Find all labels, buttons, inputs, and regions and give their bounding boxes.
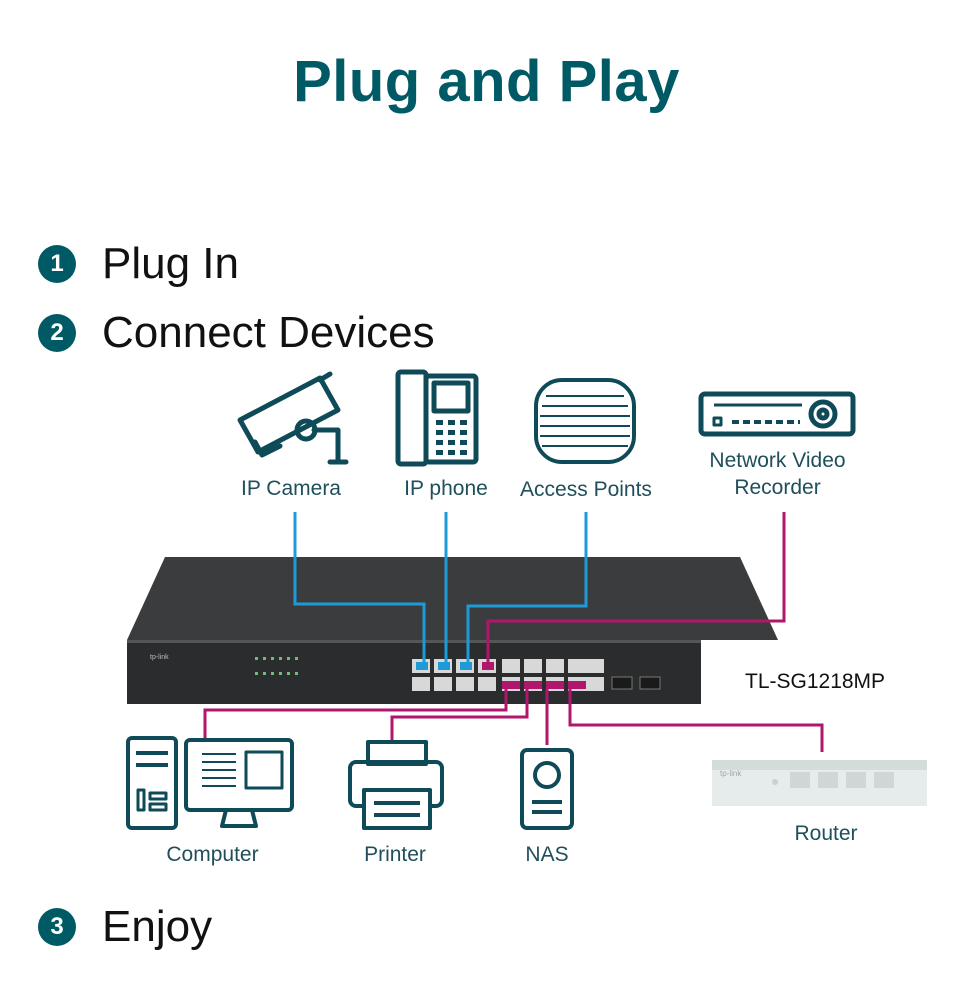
ip-phone-icon	[395, 369, 479, 467]
router-brand-logo: tp-link	[720, 769, 742, 778]
step-number: 2	[38, 314, 76, 352]
printer-icon	[348, 740, 444, 830]
label-nvr-line1: Network Video	[709, 449, 846, 472]
label-router: Router	[794, 822, 858, 845]
access-point-icon	[534, 378, 636, 464]
step-enjoy: 3 Enjoy	[38, 902, 212, 952]
label-ip-phone: IP phone	[404, 477, 488, 500]
data-connections	[203, 512, 824, 752]
step-label: Plug In	[102, 239, 239, 288]
label-nas: NAS	[525, 843, 569, 866]
label-ip-camera: IP Camera	[241, 477, 341, 500]
network-switch: tp-link	[127, 557, 778, 704]
switch-model-label: TL-SG1218MP	[745, 670, 886, 693]
step-number: 3	[38, 908, 76, 946]
step-label: Enjoy	[102, 902, 213, 951]
poe-connections	[293, 512, 588, 662]
ip-camera-icon	[237, 371, 349, 465]
page-title: Plug and Play	[293, 49, 680, 114]
step-number: 1	[38, 245, 76, 283]
step-plug-in: 1 Plug In	[38, 239, 239, 289]
nvr-icon	[698, 391, 856, 437]
step-label: Connect Devices	[102, 308, 435, 357]
step-connect-devices: 2 Connect Devices	[38, 308, 435, 358]
label-printer: Printer	[364, 843, 426, 866]
computer-icon	[126, 736, 294, 830]
nas-icon	[520, 748, 574, 830]
router-icon: tp-link	[712, 760, 927, 806]
switch-brand-logo: tp-link	[150, 654, 169, 661]
label-computer: Computer	[166, 843, 259, 866]
label-nvr-line2: Recorder	[734, 476, 821, 499]
label-access-points: Access Points	[520, 478, 652, 501]
